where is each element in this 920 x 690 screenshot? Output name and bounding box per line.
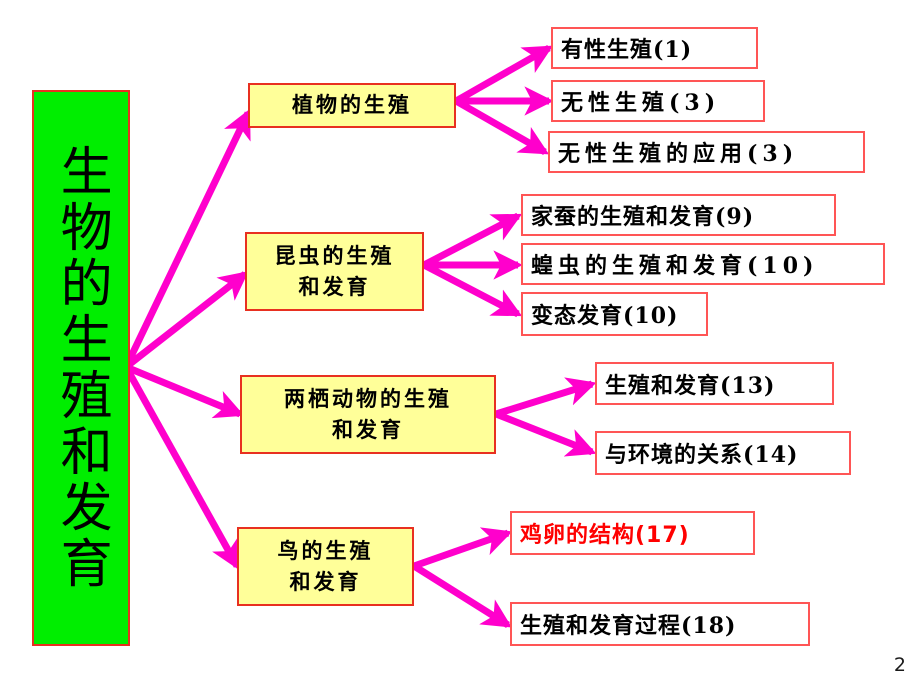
category-node-bird[interactable]: 鸟的生殖 和发育 bbox=[237, 527, 414, 606]
leaf-node-plant-1[interactable]: 有性生殖(1) bbox=[551, 27, 758, 69]
leaf-node-insect-3[interactable]: 变态发育(10) bbox=[521, 292, 708, 336]
leaf-node-plant-3-label: 无性生殖的应用(3) bbox=[558, 141, 799, 167]
arrow-root-to-amphibian bbox=[124, 363, 245, 419]
leaf-node-plant-3[interactable]: 无性生殖的应用(3) bbox=[548, 131, 865, 173]
leaf-node-plant-1-label: 有性生殖(1) bbox=[561, 37, 693, 63]
arrow-bird-to-leaf-2 bbox=[412, 563, 512, 628]
leaf-node-amphibian-1[interactable]: 生殖和发育(13) bbox=[595, 362, 834, 405]
arrow-root-to-plant bbox=[122, 108, 252, 369]
leaf-node-amphibian-2-label: 与环境的关系(14) bbox=[605, 442, 799, 468]
leaf-node-bird-1[interactable]: 鸡卵的结构(17) bbox=[510, 511, 755, 555]
category-node-bird-label: 鸟的生殖 和发育 bbox=[277, 538, 374, 594]
leaf-node-amphibian-2[interactable]: 与环境的关系(14) bbox=[595, 431, 851, 475]
leaf-node-plant-2-label: 无性生殖(3) bbox=[561, 90, 721, 116]
category-node-amphibian-label: 两栖动物的生殖 和发育 bbox=[284, 386, 452, 442]
leaf-node-plant-2[interactable]: 无性生殖(3) bbox=[551, 80, 765, 122]
arrow-insect-to-leaf-1 bbox=[422, 212, 523, 269]
category-node-insect-label: 昆虫的生殖 和发育 bbox=[274, 243, 395, 299]
leaf-node-bird-2[interactable]: 生殖和发育过程(18) bbox=[510, 602, 810, 646]
category-node-amphibian[interactable]: 两栖动物的生殖 和发育 bbox=[240, 375, 496, 454]
leaf-node-amphibian-1-label: 生殖和发育(13) bbox=[605, 372, 776, 399]
category-node-plant[interactable]: 植物的生殖 bbox=[248, 83, 456, 128]
leaf-node-bird-1-label: 鸡卵的结构(17) bbox=[520, 523, 690, 548]
page-number: 2 bbox=[893, 654, 906, 676]
leaf-node-insect-2-label: 蝗虫的生殖和发育(10) bbox=[531, 253, 819, 279]
leaf-node-insect-1-label: 家蚕的生殖和发育(9) bbox=[531, 204, 755, 230]
arrow-plant-to-leaf-1 bbox=[454, 44, 554, 105]
arrow-plant-to-leaf-3 bbox=[454, 97, 550, 156]
root-node[interactable]: 生物的生殖和发育 bbox=[32, 90, 130, 646]
arrow-amphibian-to-leaf-1 bbox=[494, 377, 597, 418]
leaf-node-insect-1[interactable]: 家蚕的生殖和发育(9) bbox=[521, 194, 836, 236]
root-node-label: 生物的生殖和发育 bbox=[51, 144, 112, 592]
category-node-plant-label: 植物的生殖 bbox=[292, 92, 412, 118]
arrow-root-to-insect bbox=[123, 271, 249, 370]
leaf-node-insect-3-label: 变态发育(10) bbox=[531, 303, 679, 329]
arrow-amphibian-to-leaf-2 bbox=[494, 410, 597, 457]
arrow-root-to-bird bbox=[122, 365, 241, 571]
leaf-node-insect-2[interactable]: 蝗虫的生殖和发育(10) bbox=[521, 243, 885, 285]
arrow-insect-to-leaf-3 bbox=[422, 261, 523, 318]
category-node-insect[interactable]: 昆虫的生殖 和发育 bbox=[245, 232, 424, 311]
leaf-node-bird-2-label: 生殖和发育过程(18) bbox=[520, 613, 737, 639]
arrow-bird-to-leaf-1 bbox=[412, 527, 513, 570]
